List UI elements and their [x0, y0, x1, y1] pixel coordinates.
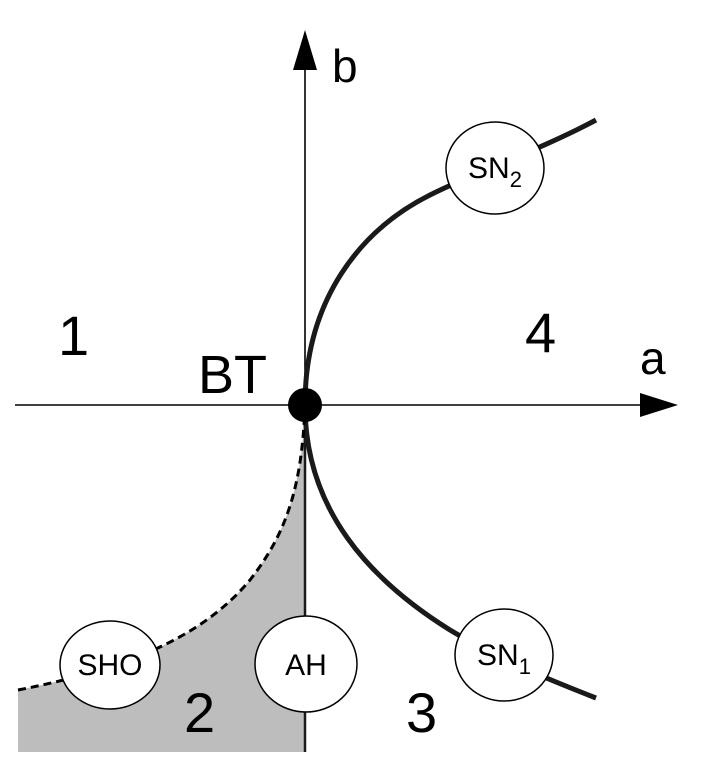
bt-label: BT — [198, 345, 267, 405]
sn2-label-main: SN — [468, 152, 510, 185]
sho-bubble: SHO — [59, 620, 161, 710]
b-axis-arrowhead — [293, 30, 317, 70]
ah-label: AH — [285, 649, 327, 682]
svg-text:SN1: SN1 — [477, 639, 531, 679]
sn2-bubble: SN2 — [445, 121, 545, 215]
sn1-label-sub: 1 — [519, 654, 531, 679]
a-axis-arrowhead — [640, 393, 678, 417]
ah-bubble: AH — [254, 615, 358, 713]
svg-text:SN2: SN2 — [468, 152, 522, 192]
sn2-label-sub: 2 — [510, 167, 522, 192]
a-axis-label: a — [640, 332, 666, 384]
region-2-label: 2 — [184, 681, 215, 744]
sho-label: SHO — [77, 649, 142, 682]
region-3-label: 3 — [406, 681, 437, 744]
region-2-shading — [18, 405, 305, 752]
bt-point — [288, 388, 322, 422]
b-axis-label: b — [332, 40, 358, 92]
sn1-bubble: SN1 — [454, 608, 554, 702]
region-1-label: 1 — [58, 304, 89, 367]
sn1-label-main: SN — [477, 639, 519, 672]
region-4-label: 4 — [525, 301, 556, 364]
